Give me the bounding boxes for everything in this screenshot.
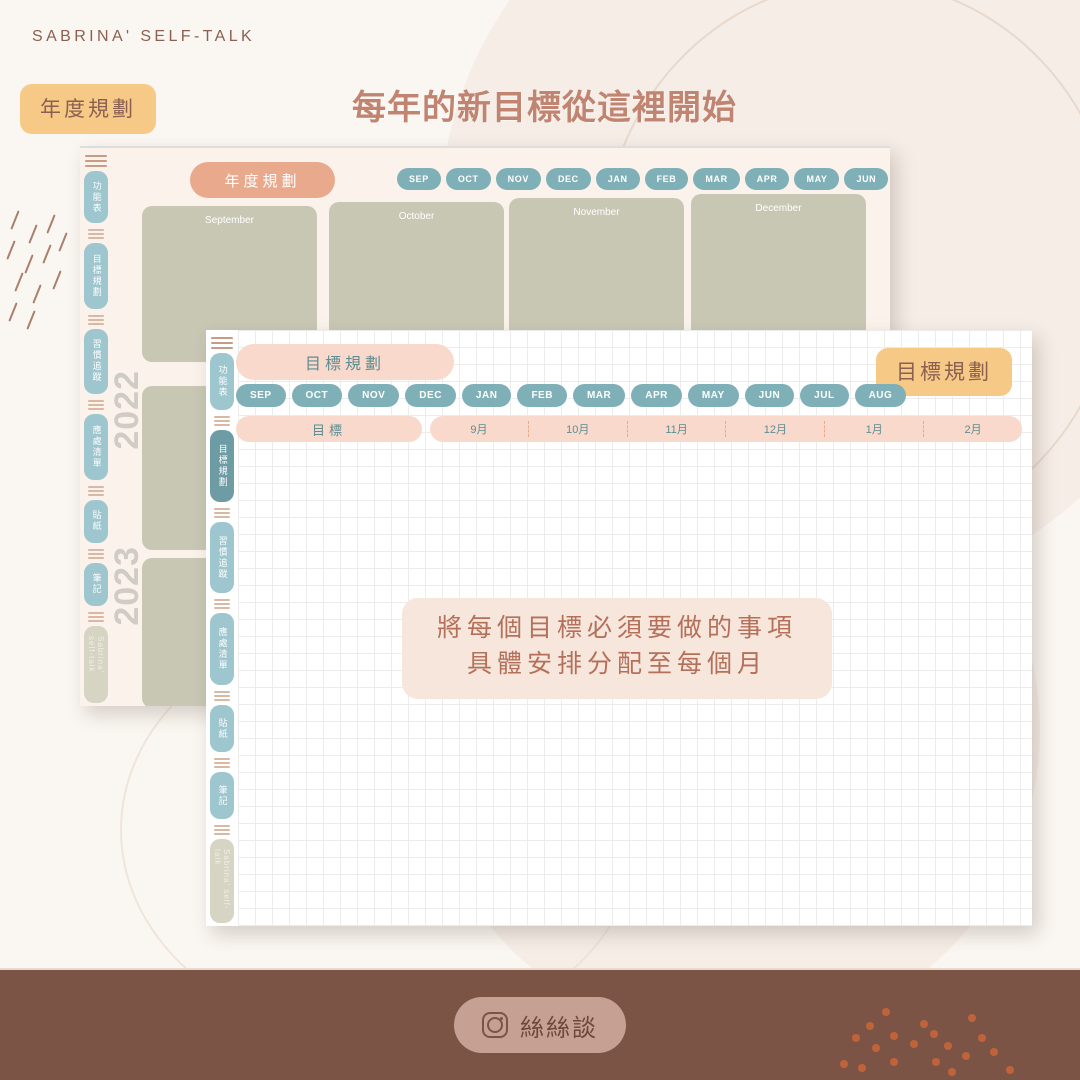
front-month-pill-dec[interactable]: DEC [405, 384, 456, 407]
back-month-pill-nov[interactable]: NOV [495, 168, 541, 190]
front-document-sidebar[interactable]: 功能表目標規劃習慣追蹤應處清單貼紙筆記 Sabrina' self-talk [206, 330, 238, 926]
table-header-month: 11月 [628, 421, 727, 437]
decorative-dots [820, 990, 1080, 1080]
table-header-month: 12月 [726, 421, 826, 437]
sidebar-tab-3[interactable]: 應處清單 [210, 613, 234, 686]
page-footer: 絲絲談 [0, 970, 1080, 1080]
sidebar-tab-5[interactable]: 筆記 [210, 772, 234, 820]
sidebar-rung [214, 689, 230, 702]
sidebar-watermark: Sabrina' self-talk [210, 839, 234, 923]
front-month-pill-feb[interactable]: FEB [517, 384, 567, 407]
sidebar-rail-top [209, 334, 235, 350]
front-month-pill-nov[interactable]: NOV [348, 384, 400, 407]
callout-line-1: 將每個目標必須要做的事項 [436, 614, 797, 642]
front-document-title: 目標規劃 [236, 344, 454, 380]
decorative-slashes [6, 210, 78, 330]
sidebar-tab-0[interactable]: 功能表 [84, 171, 108, 224]
sidebar-rung [214, 823, 230, 836]
back-month-pill-jun[interactable]: JUN [844, 168, 889, 190]
back-document-sidebar[interactable]: 功能表目標規劃習慣追蹤應處清單貼紙筆記 Sabrina' self-talk [80, 148, 112, 706]
month-card-label: December [755, 203, 802, 214]
sidebar-tab-1[interactable]: 目標規劃 [84, 243, 108, 309]
front-month-pill-may[interactable]: MAY [687, 384, 739, 407]
sidebar-tab-0[interactable]: 功能表 [210, 353, 234, 410]
front-month-pill-jan[interactable]: JAN [461, 384, 512, 407]
table-header-month: 2月 [964, 424, 982, 436]
back-month-pill-sep[interactable]: SEP [397, 168, 441, 190]
front-month-pill-apr[interactable]: APR [631, 384, 682, 407]
footer-divider [0, 968, 1080, 970]
back-month-pill-may[interactable]: MAY [794, 168, 840, 190]
table-header-month: 10月 [529, 421, 628, 437]
instagram-handle-label: 絲絲談 [520, 1014, 598, 1042]
back-month-pill-feb[interactable]: FEB [644, 168, 689, 190]
back-month-pill-jan[interactable]: JAN [595, 168, 640, 190]
sidebar-rung [88, 610, 104, 622]
month-card-label: November [573, 207, 620, 218]
sidebar-tab-4[interactable]: 貼紙 [210, 705, 234, 753]
table-header-goal: 目標 [236, 416, 422, 442]
sidebar-tab-5[interactable]: 筆記 [84, 562, 108, 606]
front-month-pill-sep[interactable]: SEP [236, 384, 286, 407]
back-month-pill-apr[interactable]: APR [744, 168, 790, 190]
page-headline: 每年的新目標從這裡開始 [352, 89, 737, 127]
sidebar-rung [214, 597, 230, 610]
sidebar-tab-1[interactable]: 目標規劃 [210, 429, 234, 502]
brand-title: SABRINA' SELF-TALK [32, 28, 256, 45]
callout-line-2: 具體安排分配至每個月 [466, 650, 767, 679]
sidebar-rung [214, 414, 230, 426]
back-document-title: 年度規劃 [190, 162, 335, 198]
back-month-pill-mar[interactable]: MAR [693, 168, 740, 190]
sidebar-rung [88, 484, 104, 496]
back-month-pill-dec[interactable]: DEC [545, 168, 591, 190]
year-plan-badge: 年度規劃 [20, 84, 156, 134]
sidebar-tab-3[interactable]: 應處清單 [84, 414, 108, 480]
sidebar-rung [88, 227, 104, 240]
instagram-handle-pill[interactable]: 絲絲談 [454, 997, 626, 1053]
front-month-pill-jun[interactable]: JUN [744, 384, 795, 407]
sidebar-rung [88, 313, 104, 325]
front-month-pill-jul[interactable]: JUL [800, 384, 849, 407]
sidebar-rung [214, 506, 230, 518]
front-month-pill-oct[interactable]: OCT [291, 384, 343, 407]
front-month-pill-aug[interactable]: AUG [854, 384, 907, 407]
front-month-pill-mar[interactable]: MAR [572, 384, 626, 407]
sidebar-tab-2[interactable]: 習慣追蹤 [84, 328, 108, 395]
table-header-month: 1月 [825, 421, 925, 437]
sidebar-rung [88, 547, 104, 559]
sidebar-tab-4[interactable]: 貼紙 [84, 499, 108, 543]
table-header-month: 9月 [430, 421, 529, 437]
back-month-pill-oct[interactable]: OCT [445, 168, 491, 190]
sidebar-rail-top [83, 152, 109, 168]
callout-tooltip: 將每個目標必須要做的事項 具體安排分配至每個月 [402, 598, 832, 699]
instagram-icon [482, 1012, 508, 1038]
sidebar-watermark: Sabrina' self-talk [84, 625, 108, 703]
sidebar-tab-2[interactable]: 習慣追蹤 [210, 521, 234, 594]
month-card-label: October [398, 211, 435, 222]
month-card-label: September [205, 215, 254, 226]
sidebar-rung [88, 398, 104, 411]
sidebar-rung [214, 756, 230, 769]
